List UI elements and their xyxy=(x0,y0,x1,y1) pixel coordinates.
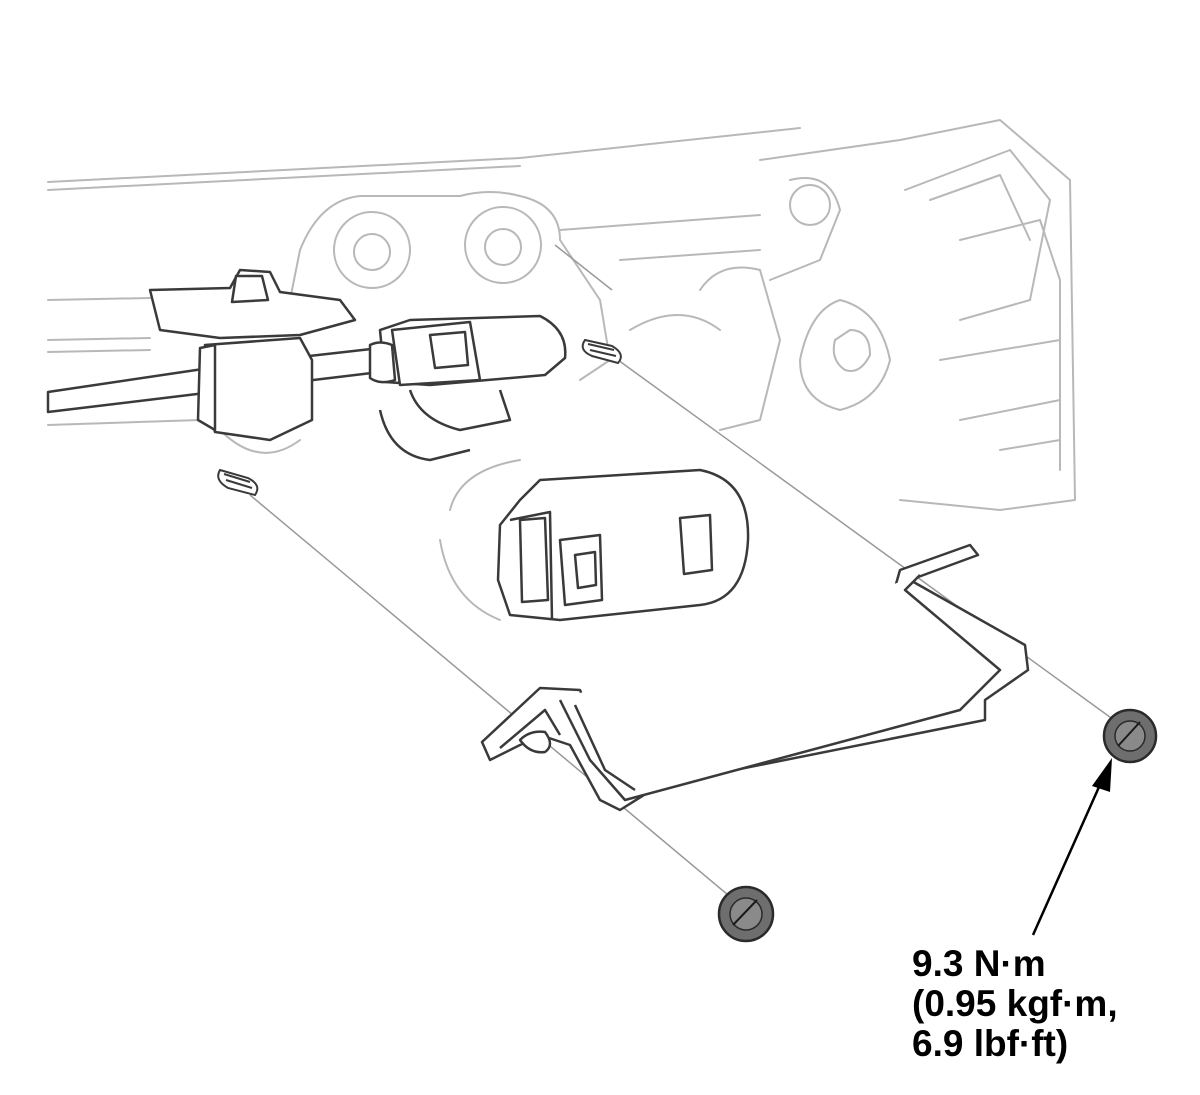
torque-spec-lbfft: 6.9 lbf·ft) xyxy=(912,1023,1069,1064)
flange-nut-right xyxy=(1102,708,1158,764)
torque-leader-arrow xyxy=(1031,758,1112,936)
stud-bolts xyxy=(217,338,622,497)
flange-nut-left xyxy=(717,885,775,943)
torque-specification: 9.3 N·m (0.95 kgf·m, 6.9 lbf·ft) xyxy=(912,944,1118,1064)
torque-spec-nm: 9.3 N·m xyxy=(912,943,1046,984)
cable-bushing xyxy=(496,468,750,622)
cable-bracket xyxy=(480,543,1030,812)
shift-cable xyxy=(46,268,567,462)
alignment-lines xyxy=(249,244,1126,906)
background-structure xyxy=(47,119,1076,621)
torque-spec-kgfm: (0.95 kgf·m, xyxy=(912,983,1118,1024)
